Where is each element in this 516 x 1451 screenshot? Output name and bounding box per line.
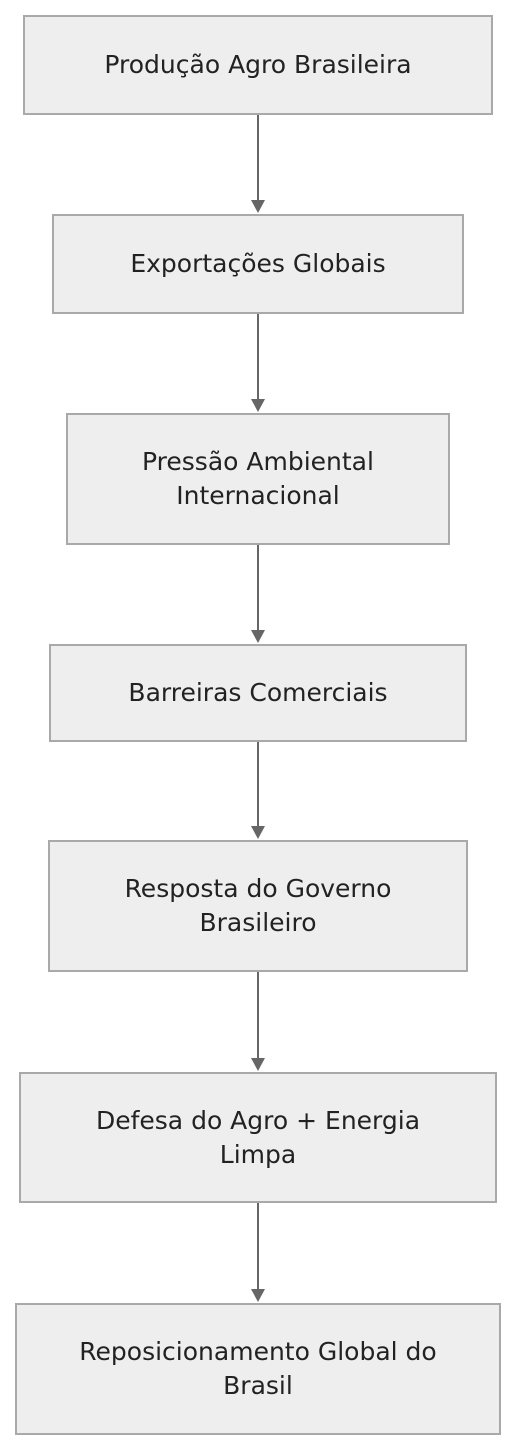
arrowhead-4 [251, 826, 265, 839]
node-barreiras-comerciais: Barreiras Comerciais [49, 644, 467, 742]
node-label: Produção Agro Brasileira [104, 50, 412, 79]
node-label: Exportações Globais [130, 249, 386, 278]
node-label: Defesa do Agro + Energia Limpa [95, 1105, 421, 1169]
node-resposta-do-governo-brasileiro: Resposta do Governo Brasileiro [48, 840, 468, 972]
node-label: Resposta do Governo Brasileiro [124, 874, 392, 937]
arrowhead-6 [251, 1289, 265, 1302]
node-label: Pressão Ambiental Internacional [142, 447, 374, 510]
arrowhead-5 [251, 1058, 265, 1071]
arrowhead-3 [251, 630, 265, 643]
node-exportacoes-globais: Exportações Globais [52, 214, 464, 314]
node-pressao-ambiental-internacional: Pressão Ambiental Internacional [66, 413, 450, 545]
arrowhead-1 [251, 200, 265, 213]
node-defesa-do-agro-energia-limpa: Defesa do Agro + Energia Limpa [19, 1072, 497, 1203]
node-label: Barreiras Comerciais [128, 678, 388, 707]
arrowhead-2 [251, 399, 265, 412]
node-label: Reposicionamento Global do Brasil [79, 1337, 437, 1400]
node-reposicionamento-global-do-brasil: Reposicionamento Global do Brasil [15, 1303, 501, 1435]
node-producao-agro-brasileira: Produção Agro Brasileira [23, 15, 493, 115]
